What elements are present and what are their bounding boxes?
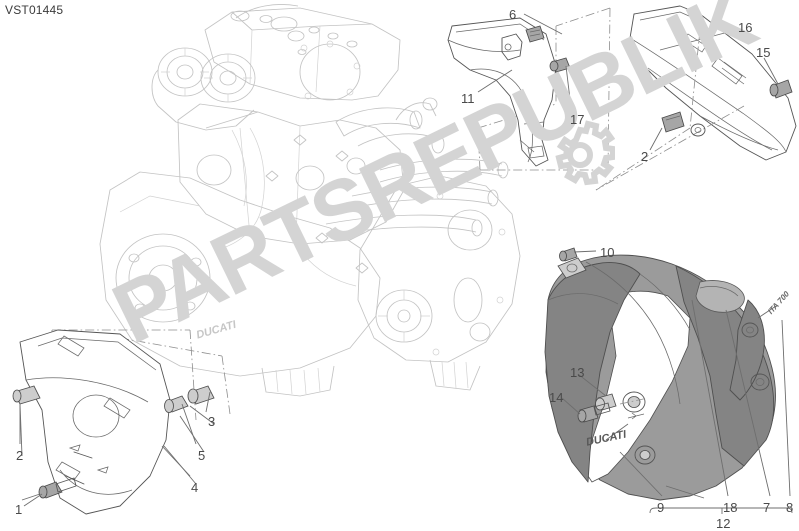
page-title: VST01445: [5, 3, 64, 17]
windscreen-panel: [595, 5, 797, 191]
callout-12: 12: [716, 516, 731, 531]
callout-3: 3: [208, 414, 216, 429]
callout-15: 15: [756, 45, 771, 60]
engine-line-art: [99, 4, 521, 397]
callout-leaders: [19, 13, 563, 507]
callout-13: 13: [570, 365, 585, 380]
callout-7: 7: [763, 500, 771, 515]
callout-18: 18: [723, 500, 738, 515]
callout-8: 8: [786, 500, 794, 515]
callout-9: 9: [657, 500, 665, 515]
callout-2-right: 2: [641, 149, 649, 164]
left-side-cover-assembly: [12, 329, 231, 515]
callout-6: 6: [509, 7, 517, 22]
front-fairing-assembly: [544, 247, 793, 514]
callout-16: 16: [738, 20, 753, 35]
callout-1: 1: [15, 502, 23, 517]
callout-10: 10: [600, 245, 615, 260]
callout-14: 14: [549, 390, 564, 405]
upper-fairing-panel: [447, 7, 611, 171]
callout-5: 5: [198, 448, 206, 463]
callout-4: 4: [191, 480, 199, 495]
callout-2-left: 2: [16, 448, 24, 463]
callout-11: 11: [461, 91, 475, 106]
callout-17: 17: [570, 112, 585, 127]
